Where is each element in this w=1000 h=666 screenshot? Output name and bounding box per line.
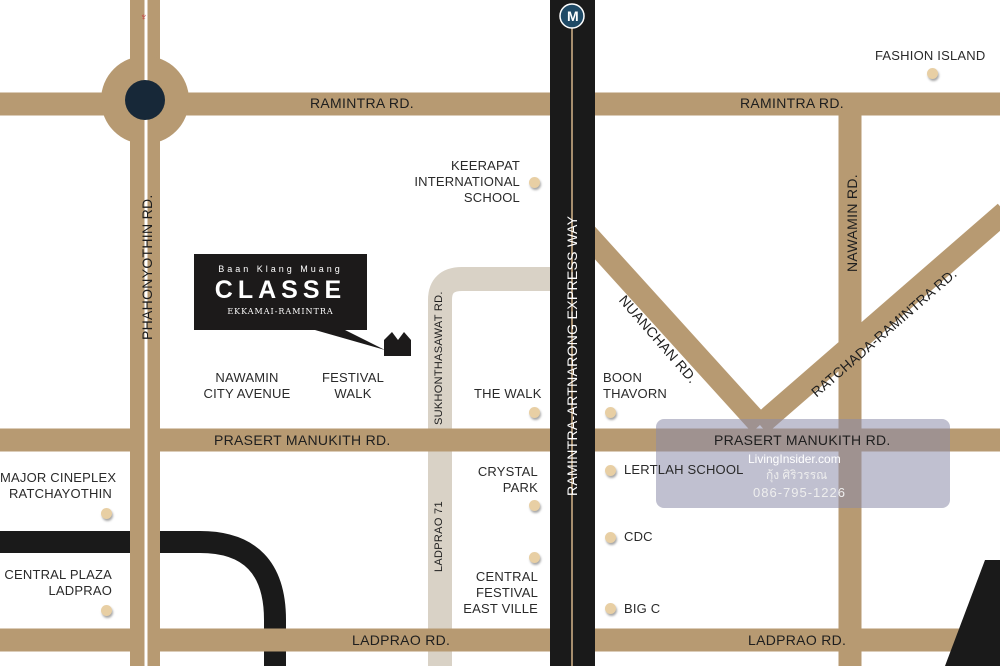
roundabout-center	[125, 80, 165, 120]
sukhonthasawat-road	[428, 267, 555, 666]
road-label-ladprao: LADPRAO RD.	[748, 632, 847, 648]
road-label-sukhonthasawat: SUKHONTHASAWAT RD.	[433, 291, 445, 425]
place-the-walk: THE WALK	[474, 386, 542, 401]
road-label-ladprao: LADPRAO RD.	[352, 632, 451, 648]
top-marker-icon: ♆	[140, 12, 148, 23]
watermark: LivingInsider.com กุ้ง ศิริวรรณ 086-795-…	[656, 419, 950, 508]
ratchada-road	[752, 203, 1000, 434]
nuanchan-road	[576, 224, 769, 433]
bottom-right-black-road	[945, 560, 1000, 666]
place-fashion-island: FASHION ISLAND	[875, 48, 986, 63]
road-label-ladprao71: LADPRAO 71	[433, 501, 445, 572]
road-label-ramintra: RAMINTRA RD.	[740, 95, 844, 111]
metro-icon	[559, 3, 585, 29]
place-lertlah-school: LERTLAH SCHOOL	[624, 462, 744, 477]
bottom-left-black-road	[0, 531, 286, 666]
road-label-ramintra: RAMINTRA RD.	[310, 95, 414, 111]
place-big-c: BIG C	[624, 601, 661, 616]
road-label-prasert: PRASERT MANUKITH RD.	[214, 432, 391, 448]
road-label-phahonyothin: PHAHONYOTHIN RD.	[139, 194, 155, 340]
metro-label: M	[567, 8, 579, 24]
road-label-nawamin: NAWAMIN RD.	[844, 174, 860, 272]
place-cdc: CDC	[624, 529, 653, 544]
building-icon	[384, 332, 411, 356]
project-logo: Baan Klang Muang CLASSE EKKAMAI-RAMINTRA	[194, 254, 367, 330]
road-label-prasert: PRASERT MANUKITH RD.	[714, 432, 891, 448]
road-label-expressway: RAMINTRA-ARTNARONG EXPRESS WAY	[564, 215, 580, 496]
